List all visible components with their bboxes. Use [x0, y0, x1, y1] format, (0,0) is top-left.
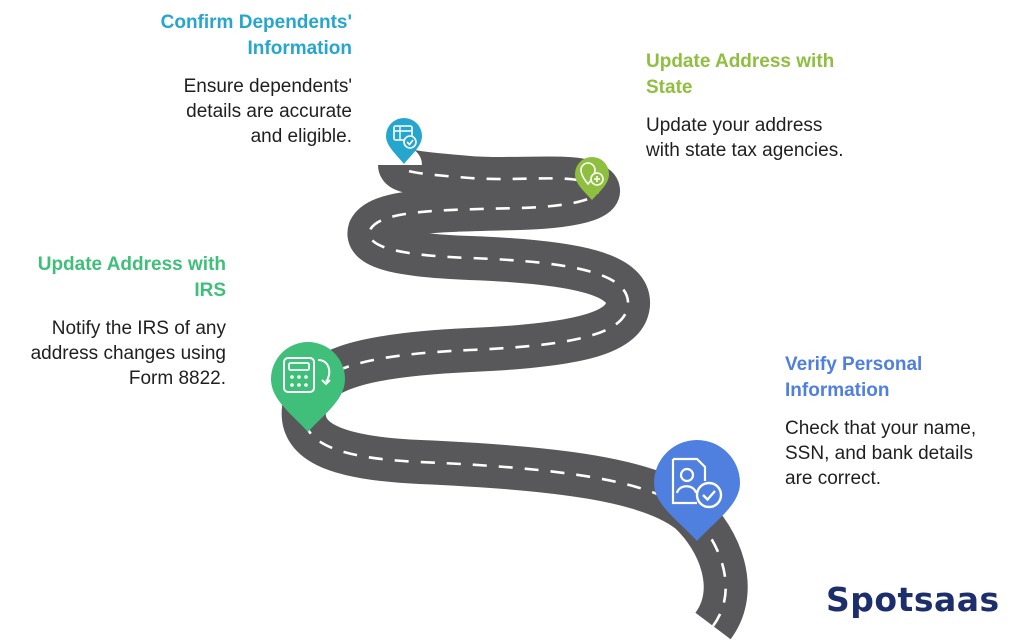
step-title: Update Address with IRS [37, 254, 226, 301]
calculator-refresh-icon [271, 342, 345, 432]
step-confirm-dependents: Confirm Dependents' Information Ensure d… [130, 10, 352, 149]
brand-name: Spotsaas [826, 580, 1000, 619]
location-add-icon [575, 157, 609, 200]
step-description: Update your address with state tax agenc… [646, 115, 844, 161]
step-verify-personal: Verify Personal Information Check that y… [785, 352, 1005, 491]
document-check-icon [386, 118, 422, 164]
step-description: Notify the IRS of any address changes us… [30, 318, 226, 389]
step-description: Check that your name, SSN, and bank deta… [785, 418, 977, 489]
step-title: Confirm Dependents' Information [160, 12, 352, 59]
step-title: Verify Personal Information [785, 354, 923, 401]
id-card-check-icon [654, 440, 740, 541]
brand-logo: Spotsaas [826, 580, 1006, 624]
step-title: Update Address with State [646, 51, 835, 98]
step-update-address-state: Update Address with State Update your ad… [646, 49, 876, 163]
road-surface [281, 148, 748, 640]
step-description: Ensure dependents' details are accurate … [183, 76, 352, 147]
step-update-address-irs: Update Address with IRS Notify the IRS o… [10, 252, 226, 391]
